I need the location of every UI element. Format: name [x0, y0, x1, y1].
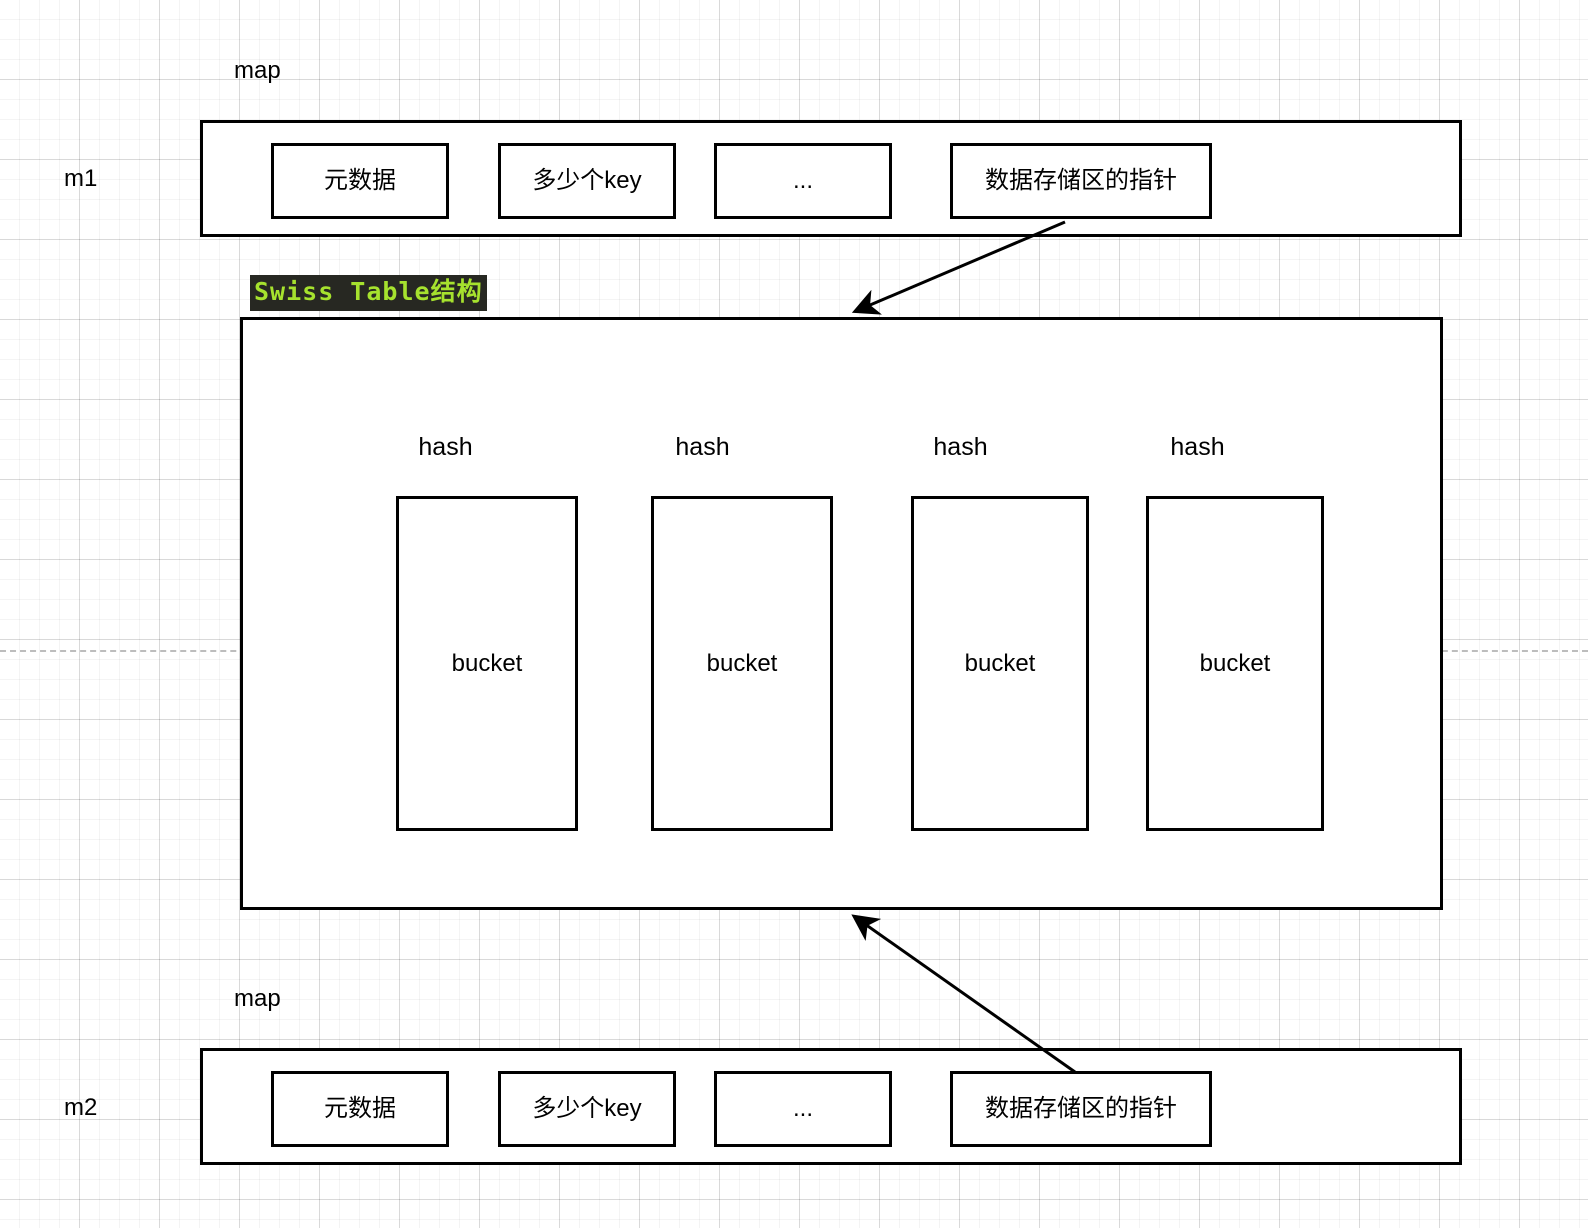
hash-label-3: hash — [933, 433, 988, 461]
bucket-box-4[interactable]: bucket — [1146, 496, 1324, 831]
swiss-table-badge: Swiss Table结构 — [250, 275, 487, 311]
map-side-label-m2: m2 — [64, 1094, 98, 1121]
map-container-m2[interactable]: 元数据 多少个key ... 数据存储区的指针 — [200, 1048, 1462, 1165]
map-field-metadata-m2[interactable]: 元数据 — [271, 1071, 449, 1147]
hash-label-4: hash — [1170, 433, 1225, 461]
map-side-label-m1: m1 — [64, 165, 98, 192]
swiss-table-container[interactable]: hash hash hash hash bucket bucket bucket… — [240, 317, 1443, 910]
hash-label-2: hash — [675, 433, 730, 461]
map-field-keycount-m2[interactable]: 多少个key — [498, 1071, 676, 1147]
bucket-box-2[interactable]: bucket — [651, 496, 833, 831]
map-field-data-pointer-m1[interactable]: 数据存储区的指针 — [950, 143, 1212, 219]
map-field-metadata-m1[interactable]: 元数据 — [271, 143, 449, 219]
map-field-keycount-m1[interactable]: 多少个key — [498, 143, 676, 219]
map-field-data-pointer-m2[interactable]: 数据存储区的指针 — [950, 1071, 1212, 1147]
map-caption-m1: map — [234, 57, 281, 84]
map-container-m1[interactable]: 元数据 多少个key ... 数据存储区的指针 — [200, 120, 1462, 237]
bucket-box-1[interactable]: bucket — [396, 496, 578, 831]
map-caption-m2: map — [234, 985, 281, 1012]
map-field-ellipsis-m1[interactable]: ... — [714, 143, 892, 219]
bucket-box-3[interactable]: bucket — [911, 496, 1089, 831]
hash-label-1: hash — [418, 433, 473, 461]
map-field-ellipsis-m2[interactable]: ... — [714, 1071, 892, 1147]
